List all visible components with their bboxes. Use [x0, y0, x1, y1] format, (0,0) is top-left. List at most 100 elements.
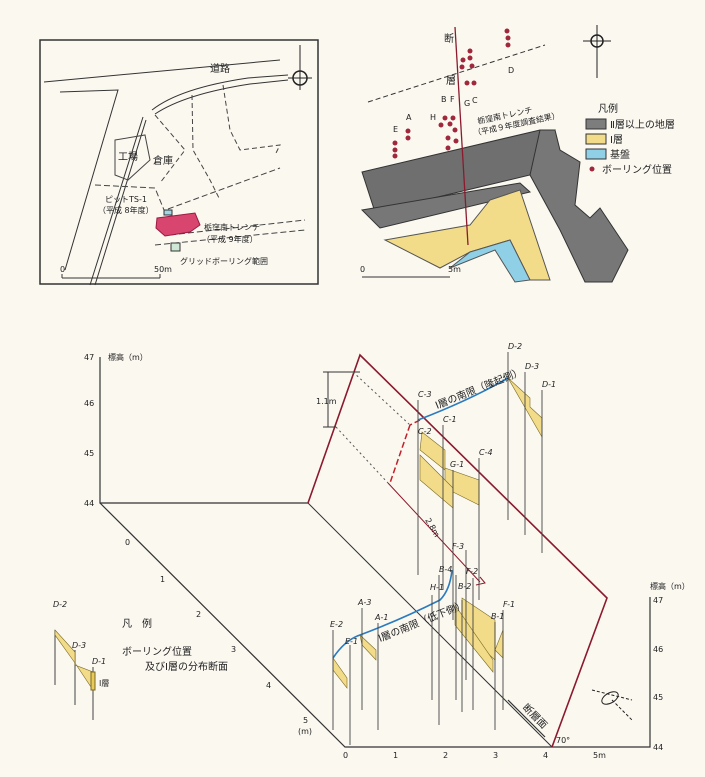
pit-year-label: （平成 8年度） — [98, 205, 154, 215]
legend-layer1: Ⅰ層 — [610, 134, 623, 146]
scale-end: 50m — [154, 265, 172, 274]
fault-char-1: 断 — [444, 32, 454, 45]
map-frame — [39, 39, 319, 285]
left-tick-47: 47 — [84, 353, 94, 362]
borehole-d2: D-2 — [508, 342, 522, 351]
borehole-a3: A-3 — [357, 598, 371, 607]
svg-text:47: 47 — [653, 596, 663, 605]
legend-hole-d1: D-1 — [92, 657, 106, 666]
vertical-offset-label: 1.1m — [316, 397, 337, 406]
trench-year-label: （平成 9年度） — [202, 234, 258, 244]
svg-text:0: 0 — [125, 538, 130, 547]
depth-axis-ticks: 0 1 2 3 4 5 (m) — [125, 538, 312, 736]
section-legend-line1: ボーリング位置 — [122, 645, 192, 658]
borehole-c2: C-2 — [418, 427, 432, 436]
borehole-c4: C-4 — [479, 448, 493, 457]
borehole-c3: C-3 — [418, 390, 432, 399]
borehole-g1: G-1 — [450, 460, 464, 469]
boring-letter-f: F — [450, 95, 455, 104]
boring-letter-h: H — [430, 113, 436, 122]
axes — [99, 357, 651, 748]
section-legend: D-2 D-3 D-1 凡 例 ボーリング位置 及びⅠ層の分布断面 Ⅰ層 — [53, 600, 228, 720]
site-map: 道路 工場 倉庫 ピットTS-1 （平成 8年度） 栃窪南トレンチ （平成 9年… — [39, 39, 319, 286]
boring-points — [392, 28, 511, 159]
svg-text:5m: 5m — [593, 751, 606, 760]
svg-text:2: 2 — [196, 610, 201, 619]
layer1-south-limit-lines — [332, 377, 509, 659]
svg-text:0: 0 — [343, 751, 348, 760]
borehole-f1: F-1 — [503, 600, 515, 609]
left-tick-45: 45 — [84, 449, 94, 458]
borehole-d3: D-3 — [525, 362, 539, 371]
borehole-b4: B-4 — [439, 565, 452, 574]
boring-letter-a: A — [406, 113, 412, 122]
svg-text:(m): (m) — [298, 727, 312, 736]
svg-text:2: 2 — [443, 751, 448, 760]
borehole-labels: D-2 D-3 D-1 C-3 C-1 C-2 C-4 G-1 F-3 B-4 … — [330, 342, 556, 646]
fault-plane-outline — [307, 353, 608, 748]
svg-text:5: 5 — [303, 716, 308, 725]
svg-text:4: 4 — [543, 751, 548, 760]
svg-text:3: 3 — [231, 645, 236, 654]
svg-text:44: 44 — [653, 743, 663, 752]
pit-label: ピットTS-1 — [105, 195, 147, 204]
upthrown-limit-label: Ⅰ層の南限（隆起側） — [433, 365, 524, 412]
borehole-b1: B-1 — [491, 612, 504, 621]
legend-boring: ボーリング位置 — [602, 163, 672, 176]
trench-plan: A E H B F G C D 断 層 栃窪南トレンチ （平成９年度調査結果） … — [360, 25, 675, 283]
legend-upper-layers: Ⅱ層以上の地層 — [610, 118, 675, 131]
left-tick-44: 44 — [84, 499, 94, 508]
borehole-f3: F-3 — [452, 542, 464, 551]
borehole-e1: E-1 — [345, 637, 358, 646]
borehole-e2: E-2 — [330, 620, 343, 629]
section-diagram: D-2 D-3 D-1 C-3 C-1 C-2 C-4 G-1 F-3 B-4 … — [53, 342, 690, 760]
svg-text:46: 46 — [653, 645, 663, 654]
section-legend-title: 凡 例 — [122, 617, 152, 630]
boring-letter-b: B — [441, 95, 447, 104]
dip-angle-label: 70° — [556, 736, 570, 745]
plan-legend-title: 凡例 — [598, 102, 618, 115]
section-legend-line2: 及びⅠ層の分布断面 — [145, 660, 228, 673]
boring-letter-c: C — [472, 96, 478, 105]
plan-scale-start: 0 — [360, 265, 365, 274]
warehouse-label: 倉庫 — [153, 154, 173, 167]
trench-label: 栃窪南トレンチ — [204, 222, 260, 232]
plan-scale-end: 5m — [448, 265, 461, 274]
horizontal-offset-label: 2.8m — [423, 517, 441, 539]
legend-hole-d3: D-3 — [72, 641, 86, 650]
factory-label: 工場 — [118, 150, 138, 163]
scale-start: 0 — [60, 265, 65, 274]
svg-text:3: 3 — [493, 751, 498, 760]
road-label: 道路 — [210, 62, 230, 75]
legend-base: 基盤 — [610, 148, 630, 161]
grid-boring-label: グリッドボーリング範囲 — [180, 256, 268, 266]
borehole-f2: F-2 — [466, 567, 478, 576]
downthrown-limit-label: Ⅰ層の南限（低下側） — [376, 598, 467, 645]
bottom-axis-ticks: 0 1 2 3 4 5m — [343, 751, 606, 760]
right-elevation-label: 標高（m） — [650, 581, 690, 591]
borehole-b2: B-2 — [458, 582, 471, 591]
fault-line — [454, 26, 469, 246]
trench-marker — [155, 212, 201, 237]
svg-text:4: 4 — [266, 681, 271, 690]
legend-hole-d2: D-2 — [53, 600, 67, 609]
borehole-c1: C-1 — [443, 415, 457, 424]
borehole-h1: H-1 — [430, 583, 444, 592]
fault-char-2: 層 — [446, 75, 456, 87]
right-axis-ticks: 47 46 45 44 — [653, 596, 663, 752]
borehole-a1: A-1 — [374, 613, 388, 622]
boring-letter-d: D — [508, 66, 514, 75]
left-elevation-label: 標高（m） — [108, 352, 148, 362]
svg-text:45: 45 — [653, 693, 663, 702]
section-north-arrow-icon — [601, 691, 619, 705]
borehole-d1: D-1 — [542, 380, 556, 389]
boring-letter-e: E — [393, 125, 398, 134]
section-legend-layer: Ⅰ層 — [99, 679, 109, 688]
svg-text:1: 1 — [160, 575, 165, 584]
borehole-lines — [332, 352, 543, 745]
svg-text:1: 1 — [393, 751, 398, 760]
base-area — [449, 239, 531, 283]
left-tick-46: 46 — [84, 399, 94, 408]
